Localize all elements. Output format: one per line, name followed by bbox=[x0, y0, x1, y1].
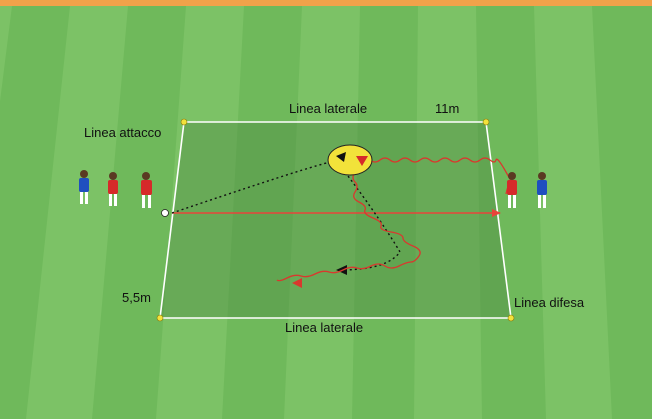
side-line-bottom-label: Linea laterale bbox=[285, 320, 364, 335]
pitch-canvas bbox=[0, 6, 652, 419]
dribble-path-right bbox=[359, 157, 514, 195]
top-accent-rule bbox=[0, 0, 652, 6]
dribble-arrow-head bbox=[292, 278, 302, 288]
player-blue-icon bbox=[79, 170, 89, 204]
width-measure-label: 5,5m bbox=[122, 290, 151, 305]
attack-line-label: Linea attacco bbox=[84, 125, 162, 140]
side-line-top-label: Linea laterale bbox=[289, 101, 368, 116]
cone-marker-icon bbox=[156, 118, 515, 322]
length-measure-label: 11m bbox=[435, 101, 460, 116]
player-blue-icon bbox=[537, 172, 547, 208]
soccer-ball-icon bbox=[161, 209, 169, 217]
player-red-icon bbox=[507, 172, 517, 208]
defense-line-label: Linea difesa bbox=[514, 295, 585, 310]
player-red-icon bbox=[141, 172, 152, 208]
target-disc-icon bbox=[327, 144, 373, 176]
dribble-path-down bbox=[276, 171, 421, 282]
grass-stripes bbox=[0, 6, 652, 419]
player-red-icon bbox=[108, 172, 118, 206]
